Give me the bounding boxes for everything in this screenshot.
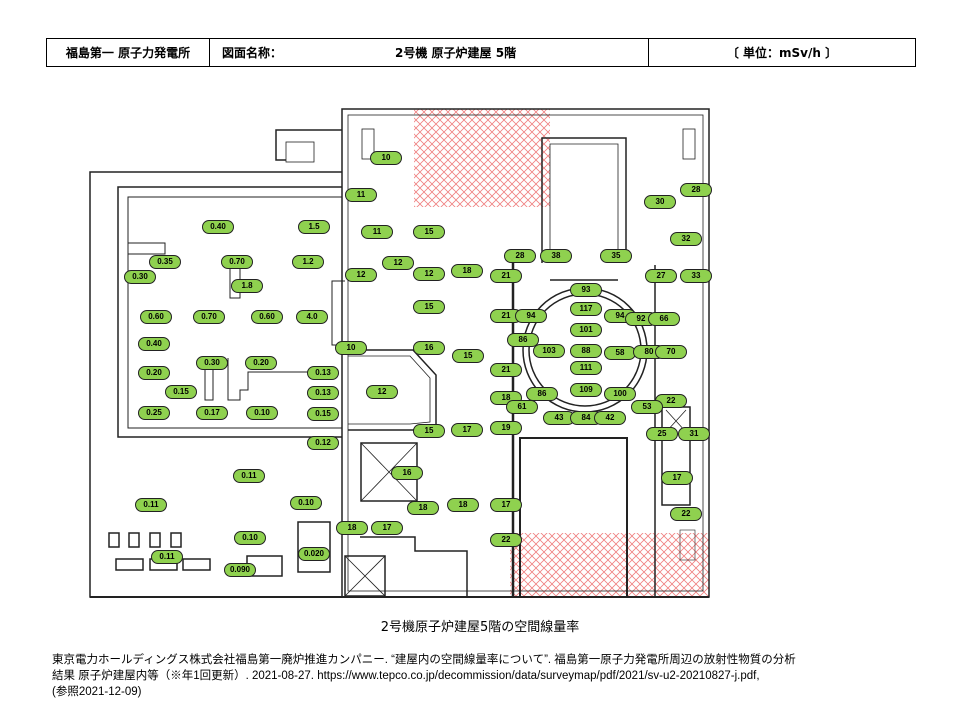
dose-reading-label: 0.70 [221, 255, 253, 269]
dose-reading-label: 17 [661, 471, 693, 485]
hatched-area-bottom [510, 533, 709, 597]
dose-reading-label: 12 [345, 268, 377, 282]
dose-reading-label: 70 [655, 345, 687, 359]
dose-reading-label: 15 [413, 424, 445, 438]
dose-reading-label: 1.8 [231, 279, 263, 293]
drawing-label: 図面名称： [222, 46, 283, 60]
dose-reading-label: 117 [570, 302, 602, 316]
dose-reading-label: 16 [391, 466, 423, 480]
dose-reading-label: 86 [507, 333, 539, 347]
dose-reading-label: 10 [335, 341, 367, 355]
dose-reading-label: 42 [594, 411, 626, 425]
dose-reading-label: 22 [490, 533, 522, 547]
dose-reading-label: 0.11 [151, 550, 183, 564]
dose-reading-label: 22 [670, 507, 702, 521]
figure-caption: 2号機原子炉建屋5階の空間線量率 [380, 620, 580, 635]
dose-reading-label: 28 [504, 249, 536, 263]
dose-reading-label: 15 [413, 300, 445, 314]
dose-reading-label: 0.090 [224, 563, 256, 577]
dose-reading-label: 88 [570, 344, 602, 358]
reference-line: 東京電力ホールディングス株式会社福島第一廃炉推進カンパニー. “建屋内の空間線量… [52, 654, 796, 666]
dose-reading-label: 18 [447, 498, 479, 512]
dose-reading-label: 0.10 [290, 496, 322, 510]
dose-reading-label: 31 [678, 427, 710, 441]
dose-reading-label: 43 [543, 411, 575, 425]
dose-reading-label: 0.11 [135, 498, 167, 512]
dose-reading-label: 11 [345, 188, 377, 202]
site-name: 福島第一 原子力発電所 [47, 39, 210, 66]
dose-reading-label: 93 [570, 283, 602, 297]
dose-reading-label: 1.2 [292, 255, 324, 269]
unit-label: 〔 単位：mSv/h 〕 [726, 46, 838, 60]
dose-reading-label: 19 [490, 421, 522, 435]
dose-reading-label: 94 [515, 309, 547, 323]
dose-reading-label: 58 [604, 346, 636, 360]
dose-reading-label: 0.11 [233, 469, 265, 483]
dose-reading-label: 15 [452, 349, 484, 363]
dose-reading-label: 0.70 [193, 310, 225, 324]
dose-reading-label: 101 [570, 323, 602, 337]
dose-reading-label: 27 [645, 269, 677, 283]
dose-reading-label: 0.35 [149, 255, 181, 269]
dose-reading-label: 12 [366, 385, 398, 399]
dose-reading-label: 86 [526, 387, 558, 401]
dose-reading-label: 4.0 [296, 310, 328, 324]
dose-reading-label: 35 [600, 249, 632, 263]
hatched-area-top [414, 109, 550, 207]
dose-reading-label: 0.15 [307, 407, 339, 421]
dose-reading-label: 1.5 [298, 220, 330, 234]
dose-reading-label: 0.20 [245, 356, 277, 370]
dose-reading-label: 61 [506, 400, 538, 414]
dose-reading-label: 21 [490, 269, 522, 283]
dose-reading-label: 103 [533, 344, 565, 358]
dose-reading-label: 25 [646, 427, 678, 441]
dose-reading-label: 53 [631, 400, 663, 414]
dose-reading-label: 66 [648, 312, 680, 326]
dose-reading-label: 11 [361, 225, 393, 239]
dose-reading-label: 28 [680, 183, 712, 197]
dose-reading-label: 0.40 [202, 220, 234, 234]
dose-reading-label: 0.60 [140, 310, 172, 324]
dose-reading-label: 0.30 [124, 270, 156, 284]
drawing-title: 2号機 原子炉建屋 5階 [395, 46, 517, 60]
dose-reading-label: 0.40 [138, 337, 170, 351]
dose-reading-label: 16 [413, 341, 445, 355]
dose-reading-label: 33 [680, 269, 712, 283]
dose-reading-label: 18 [407, 501, 439, 515]
dose-reading-label: 0.13 [307, 366, 339, 380]
dose-reading-label: 18 [336, 521, 368, 535]
dose-reading-label: 0.15 [165, 385, 197, 399]
dose-reading-label: 12 [413, 267, 445, 281]
dose-reading-label: 0.10 [234, 531, 266, 545]
dose-reading-label: 30 [644, 195, 676, 209]
dose-reading-label: 18 [451, 264, 483, 278]
dose-reading-label: 111 [570, 361, 602, 375]
dose-reading-label: 15 [413, 225, 445, 239]
dose-reading-label: 0.30 [196, 356, 228, 370]
title-block: 福島第一 原子力発電所 図面名称： 2号機 原子炉建屋 5階 〔 単位：mSv/h… [46, 38, 916, 67]
dose-reading-label: 17 [451, 423, 483, 437]
dose-reading-label: 0.25 [138, 406, 170, 420]
dose-reading-label: 100 [604, 387, 636, 401]
dose-reading-label: 17 [371, 521, 403, 535]
reference-line: 結果 原子炉建屋内等（※年1回更新）. 2021-08-27. https://… [52, 670, 760, 682]
drawing-name: 図面名称： 2号機 原子炉建屋 5階 [210, 39, 649, 66]
dose-reading-label: 21 [490, 363, 522, 377]
dose-reading-label: 0.17 [196, 406, 228, 420]
reference-line: (参照2021-12-09) [52, 686, 142, 698]
dose-reading-label: 0.13 [307, 386, 339, 400]
dose-reading-label: 0.20 [138, 366, 170, 380]
dose-reading-label: 32 [670, 232, 702, 246]
dose-reading-label: 10 [370, 151, 402, 165]
dose-reading-label: 12 [382, 256, 414, 270]
dose-reading-label: 0.60 [251, 310, 283, 324]
reference-citation: 東京電力ホールディングス株式会社福島第一廃炉推進カンパニー. “建屋内の空間線量… [52, 652, 922, 700]
dose-reading-label: 0.10 [246, 406, 278, 420]
dose-reading-label: 0.020 [298, 547, 330, 561]
dose-reading-label: 17 [490, 498, 522, 512]
dose-reading-label: 38 [540, 249, 572, 263]
dose-reading-label: 109 [570, 383, 602, 397]
dose-reading-label: 0.12 [307, 436, 339, 450]
